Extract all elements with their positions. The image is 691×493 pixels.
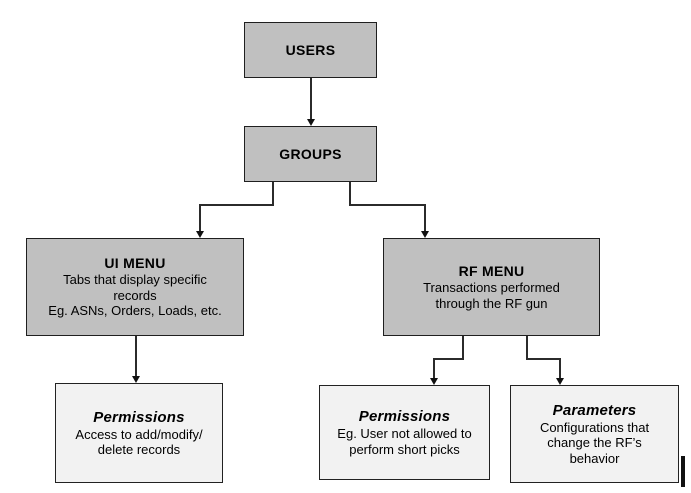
- node-groups: GROUPS: [244, 126, 377, 182]
- connector-groups-uimenu-v2: [199, 204, 201, 233]
- arrowhead-uimenu-permissions: [132, 376, 140, 383]
- connector-groups-rfmenu-h: [349, 204, 426, 206]
- connector-rfmenu-parameters-v1: [526, 336, 528, 359]
- node-rf-parameters-line: Configurations that: [539, 419, 650, 435]
- node-ui-menu-title: UI MENU: [104, 255, 166, 272]
- arrowhead-users-groups: [307, 119, 315, 126]
- connector-uimenu-permissions: [135, 336, 137, 377]
- node-rf-parameters-line: behavior: [569, 450, 620, 466]
- connector-rfmenu-parameters-h: [526, 358, 561, 360]
- node-rf-permissions-line: perform short picks: [349, 441, 460, 457]
- node-ui-permissions: Permissions Access to add/modify/ delete…: [55, 383, 223, 483]
- node-rf-menu-body: Transactions performed through the RF gu…: [423, 280, 560, 311]
- node-rf-permissions-title: Permissions: [358, 408, 451, 425]
- node-rf-permissions: Permissions Eg. User not allowed to perf…: [319, 385, 490, 480]
- connector-rfmenu-parameters-v2: [559, 358, 561, 379]
- connector-groups-rfmenu-v1: [349, 182, 351, 205]
- node-rf-menu-line: Transactions performed: [423, 280, 560, 295]
- node-ui-permissions-line: delete records: [97, 442, 181, 457]
- connector-rfmenu-permissions-h: [433, 358, 464, 360]
- arrowhead-rfmenu-parameters: [556, 378, 564, 385]
- node-users: USERS: [244, 22, 377, 78]
- node-ui-permissions-line: Access to add/modify/: [75, 426, 203, 442]
- node-rf-parameters-line: change the RF’s: [547, 435, 642, 451]
- node-users-title: USERS: [285, 41, 336, 58]
- node-rf-menu-title: RF MENU: [458, 263, 525, 279]
- edge-border-artifact: [681, 456, 685, 487]
- connector-users-groups: [310, 78, 312, 120]
- node-rf-permissions-body: Eg. User not allowed to perform short pi…: [337, 426, 471, 457]
- arrowhead-groups-rfmenu: [421, 231, 429, 238]
- node-ui-menu-line: records: [113, 287, 157, 303]
- node-rf-menu: RF MENU Transactions performed through t…: [383, 238, 600, 336]
- node-ui-menu: UI MENU Tabs that display specific recor…: [26, 238, 244, 336]
- node-rf-parameters-title: Parameters: [552, 401, 637, 419]
- node-ui-permissions-title: Permissions: [93, 408, 185, 426]
- connector-groups-rfmenu-v2: [424, 204, 426, 233]
- node-groups-title: GROUPS: [279, 145, 342, 162]
- node-rf-parameters-body: Configurations that change the RF’s beha…: [540, 420, 649, 467]
- node-rf-permissions-line: Eg. User not allowed to: [337, 426, 472, 441]
- node-ui-menu-line: Tabs that display specific: [63, 272, 207, 288]
- node-rf-parameters: Parameters Configurations that change th…: [510, 385, 679, 483]
- connector-rfmenu-permissions-v1: [462, 336, 464, 359]
- arrowhead-groups-uimenu: [196, 231, 204, 238]
- connector-rfmenu-permissions-v2: [433, 358, 435, 379]
- node-ui-menu-line: Eg. ASNs, Orders, Loads, etc.: [48, 303, 222, 319]
- connector-groups-uimenu-h: [199, 204, 274, 206]
- arrowhead-rfmenu-permissions: [430, 378, 438, 385]
- node-ui-permissions-body: Access to add/modify/ delete records: [75, 427, 202, 458]
- connector-groups-uimenu-v1: [272, 182, 274, 205]
- node-rf-menu-line: through the RF gun: [435, 295, 548, 311]
- node-ui-menu-body: Tabs that display specific records Eg. A…: [48, 272, 221, 319]
